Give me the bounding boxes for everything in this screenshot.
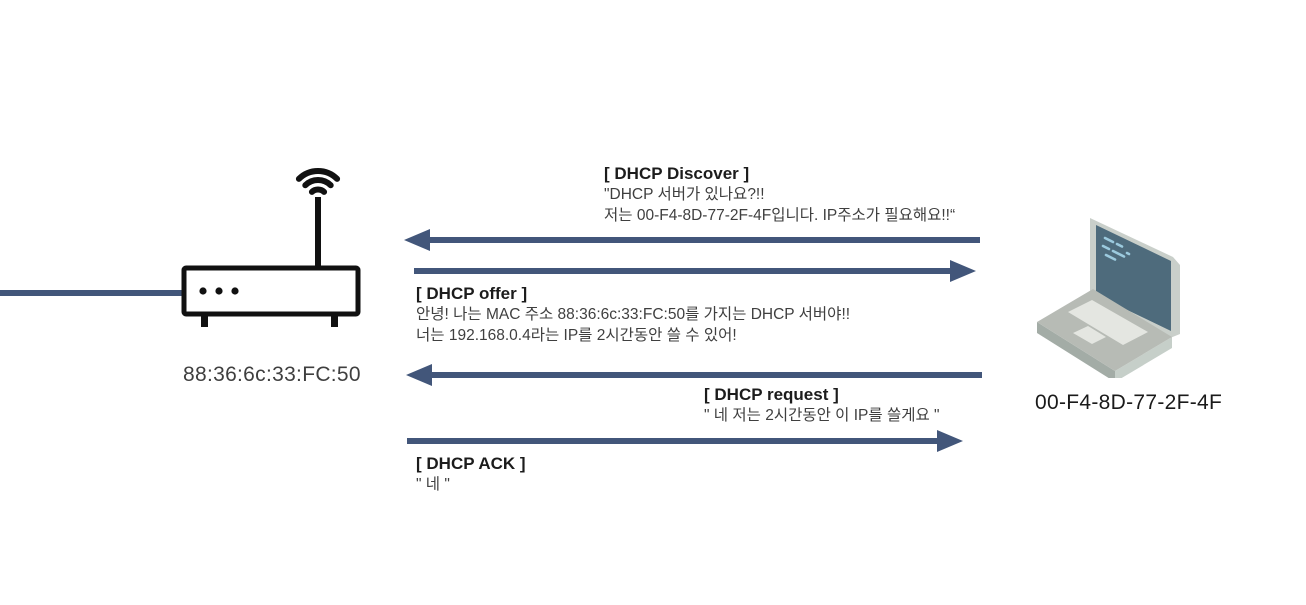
arrow-shaft [424,237,980,243]
message-title: [ DHCP offer ] [416,284,528,303]
arrow-shaft [426,372,982,378]
laptop-keyboard [1068,300,1148,345]
message-title: [ DHCP Discover ] [604,164,750,183]
message-title: [ DHCP ACK ] [416,454,526,473]
laptop-screen-code-dashes [1101,236,1131,261]
laptop-base-side-left [1037,322,1115,382]
arrow-shaft [414,268,956,274]
arrow-dhcp-discover [404,229,980,251]
message-line: 저는 00-F4-8D-77-2F-4F입니다. IP주소가 필요해요!!“ [604,207,956,224]
arrow-dhcp-offer [414,260,976,282]
router-legs [201,314,338,327]
laptop-mac-label: 00-F4-8D-77-2F-4F [1035,391,1223,414]
wifi-icon [295,167,341,195]
router-mac-label: 88:36:6c:33:FC:50 [183,363,361,386]
message-line: 안녕! 나는 MAC 주소 88:36:6c:33:FC:50를 가지는 DHC… [416,306,851,323]
message-dhcp-offer: [ DHCP offer ] 안녕! 나는 MAC 주소 88:36:6c:33… [416,283,850,346]
message-dhcp-discover: [ DHCP Discover ] "DHCP 서버가 있나요?!! 저는 00… [604,163,955,226]
arrow-dhcp-ack [407,430,963,452]
message-line: 너는 192.168.0.4라는 IP를 2시간동안 쓸 수 있어! [416,327,737,344]
laptop-base-side-right [1115,337,1172,382]
arrow-head [406,364,432,386]
arrow-head [937,430,963,452]
arrow-head [404,229,430,251]
arrow-head [950,260,976,282]
router-icon [155,140,375,332]
router-leds [199,287,239,295]
message-title: [ DHCP request ] [704,385,839,404]
message-line: "DHCP 서버가 있나요?!! [604,186,765,203]
laptop-trackpad [1073,326,1106,344]
arrow-shaft [407,438,943,444]
arrow-dhcp-request [406,364,982,386]
message-dhcp-request: [ DHCP request ] " 네 저는 2시간동안 이 IP를 쓸게요 … [704,384,940,426]
message-dhcp-ack: [ DHCP ACK ] " 네 " [416,453,526,495]
wan-line [0,290,184,296]
laptop-icon [1033,210,1183,382]
message-line: " 네 저는 2시간동안 이 IP를 쓸게요 " [704,407,940,424]
message-line: " 네 " [416,476,450,493]
router-body [181,265,361,317]
